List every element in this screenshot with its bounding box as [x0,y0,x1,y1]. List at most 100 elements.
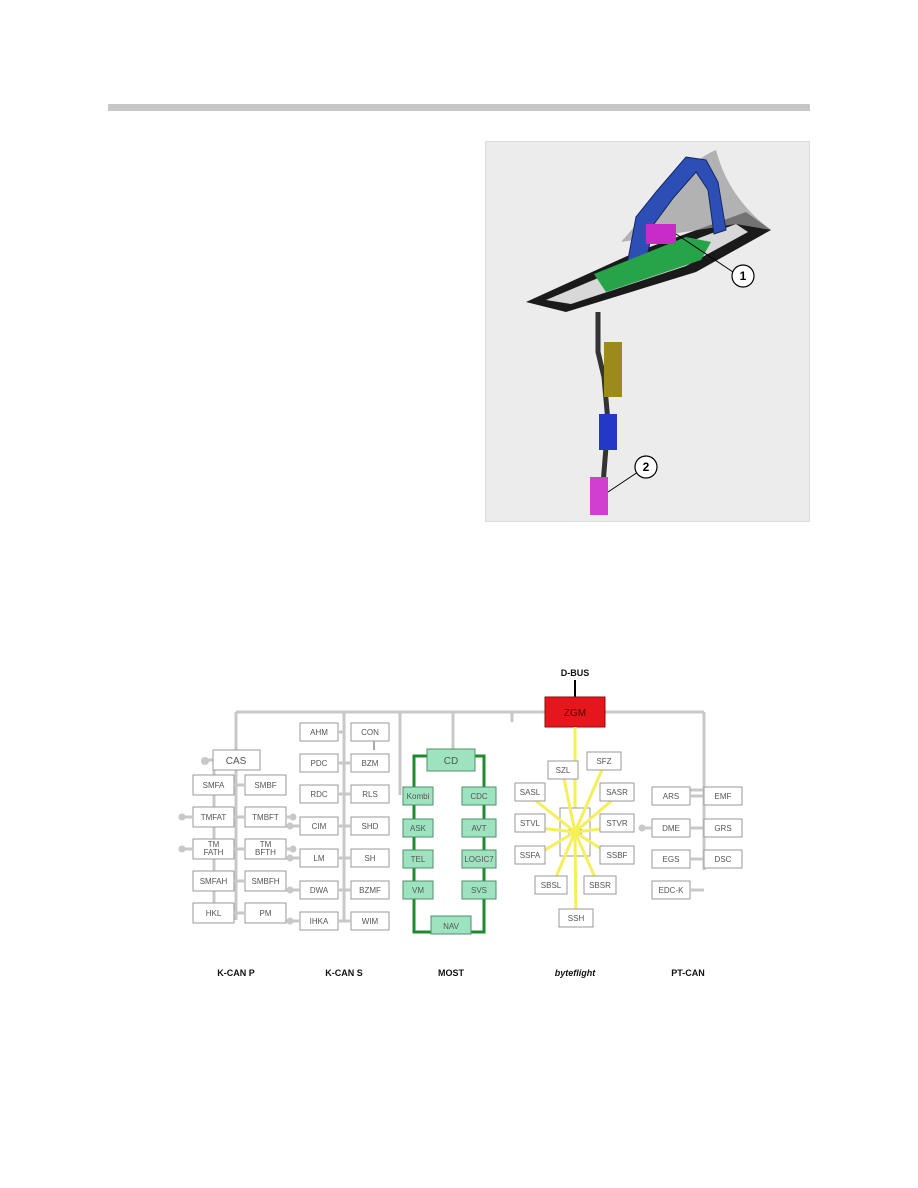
kcan-s-cim-label: CIM [312,822,327,831]
most-vm-module [402,880,434,900]
antenna-photo: 1 2 [485,141,810,522]
kcan-s-con-label: CON [361,728,379,737]
byteflight-stvr-label: STVR [606,819,628,828]
cas-label: CAS [226,756,247,767]
kcan-p-tm-bfth-label: TM [260,840,272,849]
byteflight-stvl-module [514,813,546,833]
pt-can-grs-label: GRS [714,824,731,833]
kcan-p-tmfat-label: TMFAT [201,813,227,822]
kcan-s-sh-label: SH [364,854,375,863]
byteflight-ssfa-label: SSFA [520,851,541,860]
byteflight-sbsl-module [534,875,568,895]
kcan-p-smfah-label: SMFAH [200,877,228,886]
kcan-s-lm-label: LM [313,854,324,863]
kcan-p-smfa-label: SMFA [203,781,225,790]
byteflight-stvr-module [599,813,635,833]
bus-label-most: MOST [438,968,465,978]
bus-label-kcan-s: K-CAN S [325,968,363,978]
most-avt-label: AVT [472,824,487,833]
most-logic7-module [461,849,497,869]
callout-2-leader [607,471,639,493]
most-cd-module [426,748,476,772]
callout-2-label: 2 [643,460,650,474]
byteflight-sasl-module [514,782,546,802]
kcan-s-con-module [350,722,390,742]
magenta-connector [590,477,608,515]
byteflight-sbsr-label: SBSR [589,881,611,890]
byteflight-ssfa-module [514,845,546,865]
most-svs-label: SVS [471,886,487,895]
most-cdc-label: CDC [470,792,488,801]
cas-module [212,749,261,771]
most-tel-module [402,849,434,869]
zgm-label: ZGM [564,708,586,719]
kcan-s-ahm-label: AHM [310,728,328,737]
callout-2-circle [634,455,658,479]
pt-can-emf-label: EMF [715,792,732,801]
kcan-s-shd-label: SHD [362,822,379,831]
yellow-connector [604,342,622,397]
pt-can-grs-module [703,818,743,838]
kcan-s-rdc-label: RDC [310,790,328,799]
kcan-s-bzmf-label: BZMF [359,886,381,895]
most-tel-label: TEL [411,855,426,864]
kcan-s-wim-label: WIM [362,917,379,926]
most-cd-label: CD [444,756,458,767]
byteflight-sfz-module [586,751,622,771]
antenna-circuit-board [594,237,711,292]
most-cdc-module [461,786,497,806]
byteflight-szl-module [547,760,579,780]
kcan-p-smbf-label: SMBF [254,781,276,790]
kcan-s-pdc-label: PDC [311,759,328,768]
pt-can-dsc-module [703,849,743,869]
callout-1-leader [675,233,734,273]
header-rule [108,104,810,111]
byteflight-sasl-label: SASL [520,788,541,797]
kcan-s-rls-label: RLS [362,790,378,799]
kcan-s-ihka-label: IHKA [310,917,329,926]
callout-1-label: 1 [740,269,747,283]
kcan-p-hkl-label: HKL [206,909,222,918]
byteflight-sasr-module [599,782,635,802]
kcan-s-dwa-label: DWA [310,886,329,895]
pt-can-dme-label: DME [662,824,680,833]
d-bus-label: D-BUS [561,668,590,678]
antenna-illustration: 1 2 [526,150,771,515]
most-logic7-label: LOGIC7 [464,855,494,864]
antenna-magenta-chip [646,224,676,244]
callout-1-circle [731,264,755,288]
byteflight-ssh-label: SSH [568,914,585,923]
kcan-p-tm-fath-label: TM [208,840,220,849]
kcan-p-tm-bfth-label: BFTH [255,848,276,857]
byteflight-stvl-label: STVL [520,819,541,828]
byteflight-szl-label: SZL [556,766,571,775]
pt-can-emf-module [703,786,743,806]
pt-can-dsc-label: DSC [715,855,732,864]
most-kombi-module [402,786,434,806]
most-kombi-label: Kombi [407,792,430,801]
kcan-p-pm-label: PM [260,909,272,918]
most-ask-module [402,818,434,838]
most-ask-label: ASK [410,824,427,833]
byteflight-ssh-module [558,908,594,928]
antenna-shell [621,150,771,242]
kcan-p-tmbft-label: TMBFT [252,813,279,822]
pt-can-edc-k-label: EDC-K [659,886,685,895]
byteflight-sbsr-module [583,875,617,895]
most-nav-module [430,915,472,935]
kcan-s-bzm-label: BZM [362,759,379,768]
most-ring [412,754,486,934]
kcan-p-tm-fath-label: FATH [204,848,224,857]
most-nav-label: NAV [443,922,460,931]
byteflight-sbsl-label: SBSL [541,881,562,890]
pt-can-ars-label: ARS [663,792,679,801]
most-avt-module [461,818,497,838]
kcan-p-smbfh-label: SMBFH [252,877,280,886]
bus-label-kcan-p: K-CAN P [217,968,255,978]
byteflight-sfz-label: SFZ [596,757,611,766]
pt-can-egs-label: EGS [663,855,680,864]
blue-connector [599,414,617,450]
byteflight-ssbf-label: SSBF [607,851,628,860]
